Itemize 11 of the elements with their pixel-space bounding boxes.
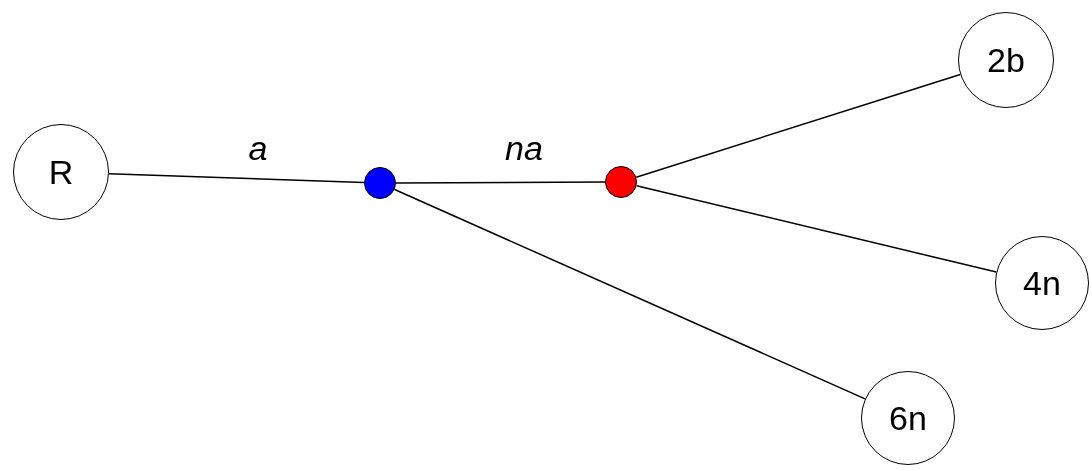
connector-line	[108, 172, 365, 184]
node-label: 2b	[987, 40, 1025, 80]
node-label: R	[48, 152, 74, 192]
node-label: 6n	[889, 398, 927, 438]
connector-line	[635, 185, 998, 273]
connector-line	[393, 188, 866, 400]
dot-node	[364, 167, 396, 199]
connector-line	[635, 73, 961, 178]
connector-line	[395, 181, 606, 184]
dot-node	[605, 166, 637, 198]
node-label: 4n	[1023, 263, 1061, 303]
